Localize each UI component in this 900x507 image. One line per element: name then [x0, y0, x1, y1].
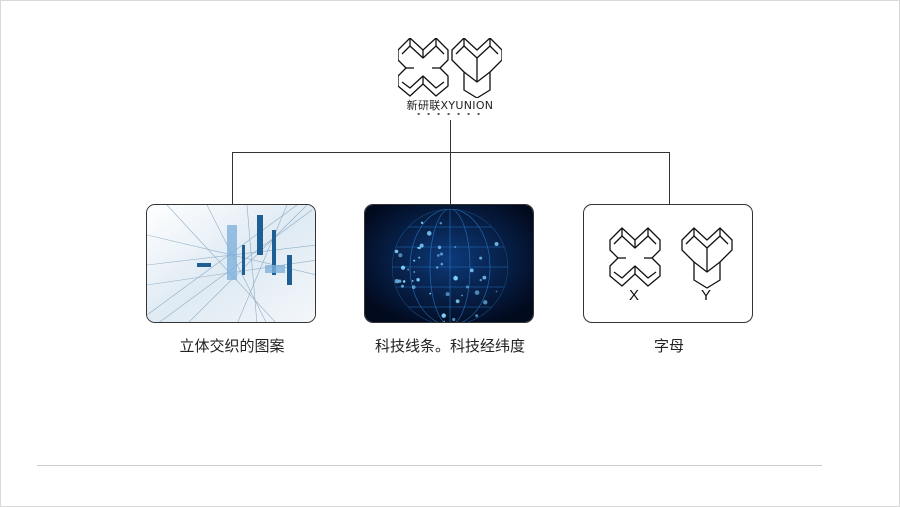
globe-glow-dot — [418, 246, 421, 250]
globe-glow-dot — [469, 268, 474, 273]
caption-interwoven-pattern: 立体交织的图案 — [179, 337, 285, 355]
globe-glow-dot — [465, 285, 469, 289]
globe-glow-dot — [398, 253, 403, 258]
globe-glow-dot — [445, 292, 450, 297]
globe-glow-dot — [454, 275, 457, 278]
globe-glow-dot — [400, 265, 406, 270]
globe-glow-dot — [483, 300, 488, 305]
connector-horizontal — [232, 152, 670, 153]
x-letter-icon — [609, 227, 661, 287]
connector-right — [669, 152, 670, 204]
globe-glow-dot — [413, 259, 416, 262]
globe-glow-dot — [436, 266, 439, 269]
globe-glow-dot — [475, 314, 479, 318]
globe-glow-dot — [479, 278, 482, 282]
globe-glow-dot — [417, 247, 419, 249]
globe-glow-dot — [439, 252, 444, 256]
globe-glow-dot — [394, 249, 399, 254]
globe-glow-dot — [418, 256, 421, 259]
globe-glow-dot — [419, 243, 424, 248]
caption-letters: 字母 — [653, 337, 684, 355]
globe-glow-dot — [413, 271, 416, 273]
connector-middle — [450, 152, 451, 204]
letter-y-label: Y — [701, 287, 712, 304]
globe-glow-dot — [494, 241, 499, 246]
globe-glow-dot — [411, 285, 416, 290]
globe-glow-dot — [441, 313, 446, 318]
xyunion-logo — [398, 38, 502, 98]
globe-glow-dot — [495, 290, 498, 293]
globe-glow-dot — [426, 231, 432, 236]
globe-glow-dot — [454, 245, 457, 249]
logo-subtitle-mark: ▪ ▪ ▪ ▪ ▪ ▪ ▪ — [417, 111, 483, 116]
globe-glow-dot — [452, 317, 456, 322]
globe-glow-dot — [436, 254, 440, 257]
globe-glow-dot — [474, 290, 480, 295]
y-letter-icon — [681, 227, 733, 289]
globe-glow-dot — [482, 275, 487, 280]
globe-glow-dot — [443, 320, 446, 322]
globe-glow-dot — [411, 280, 414, 282]
card-letters: X Y — [583, 204, 753, 323]
globe-glow-dot — [400, 284, 404, 288]
tech-globe-image — [365, 205, 533, 322]
globe-glow-dot — [479, 256, 483, 260]
globe-glow-dot — [420, 221, 424, 225]
globe-glow-dot — [394, 279, 399, 284]
footer-divider — [37, 465, 822, 466]
card-tech-globe — [364, 204, 534, 323]
card-interwoven-pattern — [146, 204, 316, 323]
globe-glow-dot — [437, 245, 442, 250]
interwoven-lines-image — [147, 205, 315, 322]
globe-glow-dot — [461, 294, 463, 297]
globe-glow-dot — [439, 221, 442, 225]
letter-x-label: X — [629, 287, 640, 304]
globe-glow-dot — [429, 292, 432, 295]
globe-glow-dot — [407, 268, 410, 271]
logo-title: 新研联XYUNION — [406, 99, 494, 112]
globe-glow-dot — [416, 278, 420, 282]
globe-glow-dot — [402, 280, 406, 283]
connector-left — [232, 152, 233, 204]
globe-glow-dot — [455, 299, 460, 304]
caption-tech-lines: 科技线条。科技经纬度 — [374, 337, 525, 355]
globe-glow-dot — [440, 262, 444, 266]
connector-trunk — [450, 120, 451, 152]
globe-glow-dot — [453, 275, 458, 281]
